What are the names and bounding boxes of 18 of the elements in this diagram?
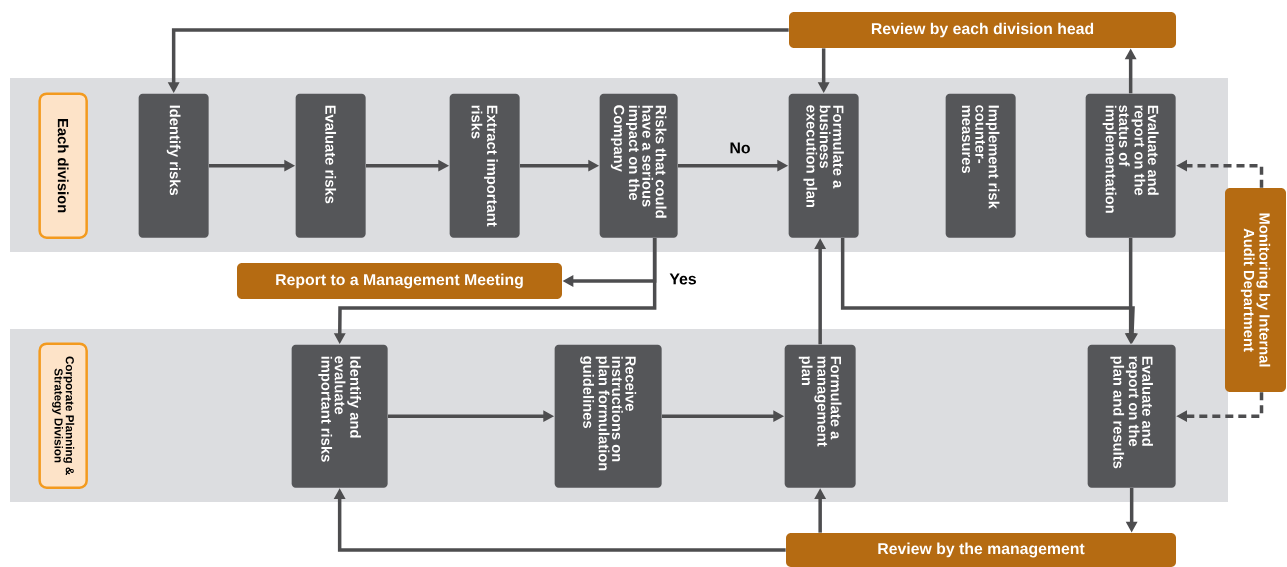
process-box: Receive instructions on plan formulation guidelines bbox=[554, 344, 662, 488]
process-box: Identify risks bbox=[138, 93, 209, 238]
process-box: Risks that could have a serious impact on the Company bbox=[599, 93, 678, 238]
process-box: Formulate a business execution plan bbox=[788, 93, 859, 238]
lane-label: Each division bbox=[38, 92, 88, 239]
process-box: Extract important risks bbox=[449, 93, 520, 238]
review-box: Review by the management bbox=[786, 533, 1176, 567]
process-box: Evaluate and report on the status of implementation bbox=[1085, 93, 1176, 238]
monitoring-box: Monitoring by Internal Audit Department bbox=[1225, 188, 1286, 392]
edge-label: Yes bbox=[667, 271, 699, 287]
process-box: Implement risk counter-measures bbox=[945, 93, 1016, 238]
process-box: Evaluate risks bbox=[295, 93, 366, 238]
review-box: Review by each division head bbox=[789, 12, 1176, 48]
review-box: Report to a Management Meeting bbox=[237, 263, 562, 299]
lane-label: Corporate Planning & Strategy Division bbox=[38, 342, 88, 489]
process-box: Identify and evaluate important risks bbox=[291, 344, 388, 488]
process-box: Formulate a management plan bbox=[784, 344, 856, 488]
process-box: Evaluate and report on the plan and results bbox=[1087, 344, 1176, 488]
